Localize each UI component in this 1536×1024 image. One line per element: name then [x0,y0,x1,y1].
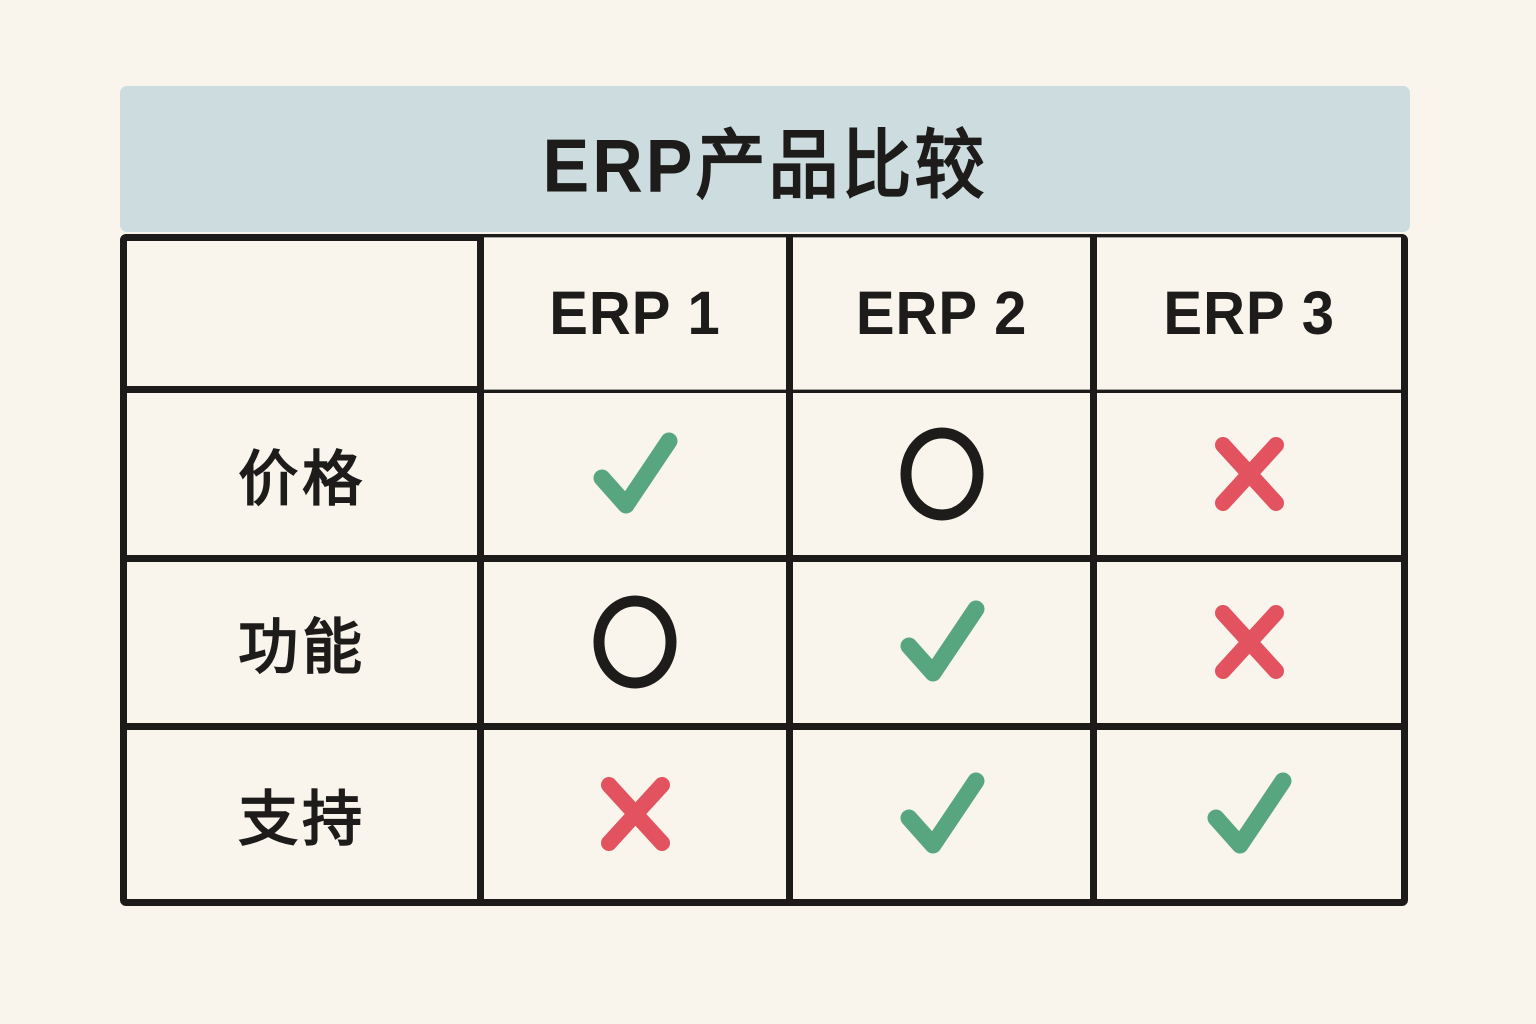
column-header-erp1: ERP 1 [484,237,786,391]
cell-support-erp1 [484,729,786,899]
cell-features-erp3 [1097,561,1401,723]
comparison-table: ERP 1 ERP 2 ERP 3 价格 功能 支持 [120,234,1408,906]
cell-support-erp2 [792,729,1091,899]
cell-price-erp2 [792,393,1091,555]
check-icon [895,767,989,861]
table-title-bar: ERP产品比较 [120,86,1410,232]
row-label-features: 功能 [127,561,478,723]
cross-icon [1205,430,1293,518]
cross-icon [1205,598,1293,686]
circle-icon [895,427,989,521]
corner-empty-cell [127,241,478,387]
cell-price-erp3 [1097,393,1401,555]
check-icon [1202,767,1296,861]
check-icon [895,595,989,689]
cell-support-erp3 [1097,729,1401,899]
table-title: ERP产品比较 [542,122,988,208]
circle-icon [588,595,682,689]
column-header-erp3: ERP 3 [1097,237,1401,391]
cell-features-erp1 [484,561,786,723]
check-icon [588,427,682,521]
cell-price-erp1 [484,393,786,555]
cross-icon [591,770,679,858]
row-label-support: 支持 [127,729,478,899]
cell-features-erp2 [792,561,1091,723]
column-header-erp2: ERP 2 [792,237,1091,391]
row-label-price: 价格 [127,393,478,555]
